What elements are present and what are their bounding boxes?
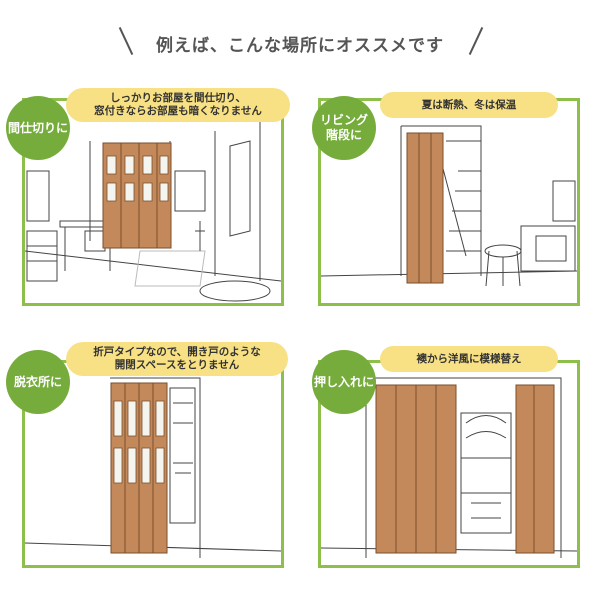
label-circle-partition: 間仕切りに (6, 96, 70, 160)
headline: 例えば、こんな場所にオススメです (0, 20, 600, 64)
label-circle-dressing-room: 脱衣所に (6, 350, 70, 414)
caption-bubble-closet: 襖から洋風に模様替え (380, 346, 558, 372)
caption-bubble-partition: しっかりお部屋を間仕切り、 窓付きならお部屋も暗くなりません (66, 88, 290, 122)
label-circle-living-stairs: リビング 階段に (312, 96, 376, 160)
caption-bubble-living-stairs: 夏は断熱、冬は保温 (380, 92, 558, 118)
label-circle-closet: 押し入れに (312, 350, 376, 414)
partition-illustration (25, 111, 281, 302)
panel-closet (318, 360, 580, 568)
headline-title: 例えば、こんな場所にオススメです (156, 36, 444, 56)
panel-living-stairs (318, 98, 580, 306)
caption-bubble-dressing-room: 折戸タイプなので、開き戸のような 開閉スペースをとりません (66, 342, 288, 376)
living-stairs-illustration (321, 125, 577, 287)
dressing-room-illustration (25, 377, 281, 558)
panel-partition (22, 98, 284, 306)
closet-illustration (321, 377, 577, 558)
